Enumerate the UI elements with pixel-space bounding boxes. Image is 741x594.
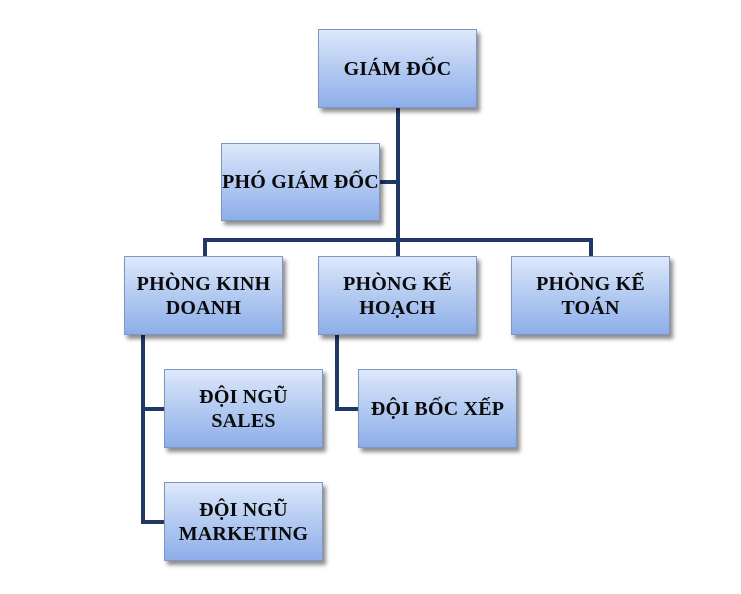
planning-department-label: PHÒNG KẾ HOẠCH <box>343 272 452 319</box>
director-box: GIÁM ĐỐC <box>318 29 477 108</box>
accounting-department-label: PHÒNG KẾ TOÁN <box>536 272 645 319</box>
accounting-department-box: PHÒNG KẾ TOÁN <box>511 256 670 335</box>
loading-team-label: ĐỘI BỐC XẾP <box>370 397 505 420</box>
loading-team-box: ĐỘI BỐC XẾP <box>358 369 517 448</box>
planning-department-box: PHÒNG KẾ HOẠCH <box>318 256 477 335</box>
vice-director-box: PHÓ GIÁM ĐỐC <box>221 143 380 221</box>
sales-department-label: PHÒNG KINH DOANH <box>136 272 271 319</box>
sales-team-label: ĐỘI NGŨ SALES <box>199 385 288 432</box>
marketing-team-box: ĐỘI NGŨ MARKETING <box>164 482 323 561</box>
director-label: GIÁM ĐỐC <box>343 57 452 80</box>
sales-team-box: ĐỘI NGŨ SALES <box>164 369 323 448</box>
marketing-team-label: ĐỘI NGŨ MARKETING <box>178 498 309 545</box>
sales-department-box: PHÒNG KINH DOANH <box>124 256 283 335</box>
vice-director-label: PHÓ GIÁM ĐỐC <box>222 171 379 193</box>
